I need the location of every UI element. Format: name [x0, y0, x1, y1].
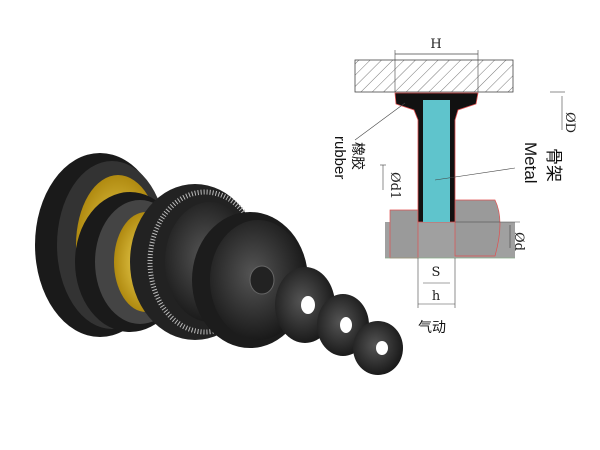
rubber-label-en: rubber — [331, 136, 348, 179]
metal-label-cn: 骨架 — [544, 148, 563, 182]
dim-S-label: S — [432, 265, 441, 280]
caption-pneumatic: 气动 — [418, 319, 446, 335]
metal-label-en: Metal — [521, 142, 540, 184]
dim-h-label: h — [432, 289, 441, 304]
cross-section-drawing — [354, 50, 565, 308]
dim-Od-label: Ød — [511, 232, 526, 251]
dim-OD-label: ØD — [562, 112, 577, 133]
dim-Od1-label: Ød1 — [387, 172, 402, 199]
dim-H-label: H — [430, 37, 441, 52]
seal-piston-smallest — [353, 321, 403, 375]
rubber-label-cn: 橡胶 — [350, 142, 366, 170]
